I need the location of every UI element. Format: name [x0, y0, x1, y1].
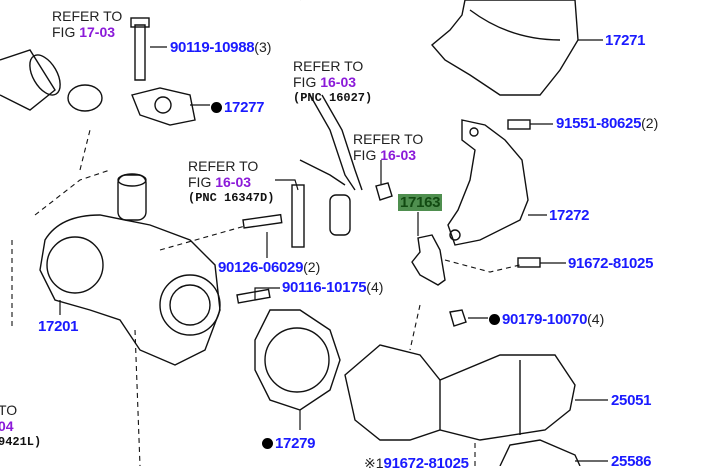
part-qty: (2): [641, 115, 659, 131]
part-number[interactable]: 90119-10988: [170, 39, 255, 56]
part-17279[interactable]: 17279: [262, 435, 316, 452]
part-90126-06029[interactable]: 90126-06029(2): [218, 259, 320, 276]
part-qty: (3): [254, 39, 272, 55]
part-number[interactable]: 17271: [605, 32, 646, 49]
bullet-icon: [489, 314, 500, 325]
fig-link[interactable]: 17-03: [79, 24, 116, 40]
part-17277[interactable]: 17277: [211, 99, 265, 116]
pnc-text: (PNC 16347D): [188, 191, 275, 205]
pnc-text: (PNC 16027): [293, 91, 373, 105]
fig-link[interactable]: 04: [0, 418, 14, 434]
part-number[interactable]: 17277: [224, 99, 265, 116]
part-number[interactable]: 17279: [275, 435, 316, 452]
gasket-17277: [131, 87, 196, 126]
part-qty: (4): [587, 311, 605, 327]
heat-insulator-upper: [431, 0, 579, 96]
pnc-text: 9421L): [0, 435, 42, 449]
refer-to-fig-16-03-pnc-16027[interactable]: REFER TO FIG 16-03 (PNC 16027): [293, 58, 372, 106]
fig-text: FIG: [293, 74, 321, 90]
part-17271[interactable]: 17271: [605, 32, 646, 49]
refer-to-fig-17-03[interactable]: REFER TO FIG 17-03: [52, 8, 122, 40]
part-number[interactable]: 91672-81025: [383, 455, 469, 472]
gasket-17279: [254, 309, 341, 411]
part-17272[interactable]: 17272: [549, 207, 590, 224]
note-mark: ※1: [364, 455, 384, 471]
fig-link[interactable]: 16-03: [320, 74, 357, 90]
part-91672-81025[interactable]: 91672-81025: [568, 255, 653, 272]
part-17201[interactable]: 17201: [38, 318, 79, 335]
refer-to-fig-16-03[interactable]: REFER TO FIG 16-03: [353, 131, 423, 163]
refer-text: REFER TO: [353, 131, 424, 147]
part-number[interactable]: 25586: [611, 453, 652, 470]
refer-text: REFER TO: [52, 8, 123, 24]
part-number[interactable]: 17272: [549, 207, 590, 224]
part-qty: (4): [366, 279, 384, 295]
part-90179-10070[interactable]: 90179-10070(4): [489, 311, 604, 328]
part-number[interactable]: 91551-80625: [556, 115, 642, 132]
part-91672-81025-note[interactable]: ※191672-81025: [364, 455, 469, 472]
fig-text: FIG: [353, 147, 381, 163]
part-qty: (2): [303, 259, 321, 275]
part-25586[interactable]: 25586: [611, 453, 652, 470]
part-90119-10988[interactable]: 90119-10988(3): [170, 39, 271, 56]
fig-text: FIG: [188, 174, 216, 190]
fig-link[interactable]: 16-03: [215, 174, 252, 190]
part-number[interactable]: 90116-10175: [282, 279, 367, 296]
refer-to-fig-16-03-pnc-16347d[interactable]: REFER TO FIG 16-03 (PNC 16347D): [188, 158, 274, 206]
bullet-icon: [211, 102, 222, 113]
part-number[interactable]: 17201: [38, 318, 79, 335]
fig-text: FIG: [52, 24, 80, 40]
fig-link[interactable]: 16-03: [380, 147, 417, 163]
part-90116-10175[interactable]: 90116-10175(4): [282, 279, 383, 296]
part-number-highlighted[interactable]: 17163: [398, 194, 443, 211]
bullet-icon: [262, 438, 273, 449]
part-number[interactable]: 91672-81025: [568, 255, 654, 272]
catalytic-converter: [344, 344, 576, 441]
refer-to-partial[interactable]: TO 04 9421L): [0, 402, 41, 450]
part-25051[interactable]: 25051: [611, 392, 652, 409]
part-number[interactable]: 90179-10070: [502, 311, 588, 328]
part-91551-80625[interactable]: 91551-80625(2): [556, 115, 658, 132]
refer-text: TO: [0, 402, 18, 418]
bracket-17163: [411, 234, 446, 286]
part-number[interactable]: 90126-06029: [218, 259, 304, 276]
part-17163[interactable]: 17163: [398, 194, 443, 211]
part-number[interactable]: 25051: [611, 392, 652, 409]
refer-text: REFER TO: [188, 158, 259, 174]
refer-text: REFER TO: [293, 58, 364, 74]
heat-insulator-lower: [447, 119, 529, 246]
